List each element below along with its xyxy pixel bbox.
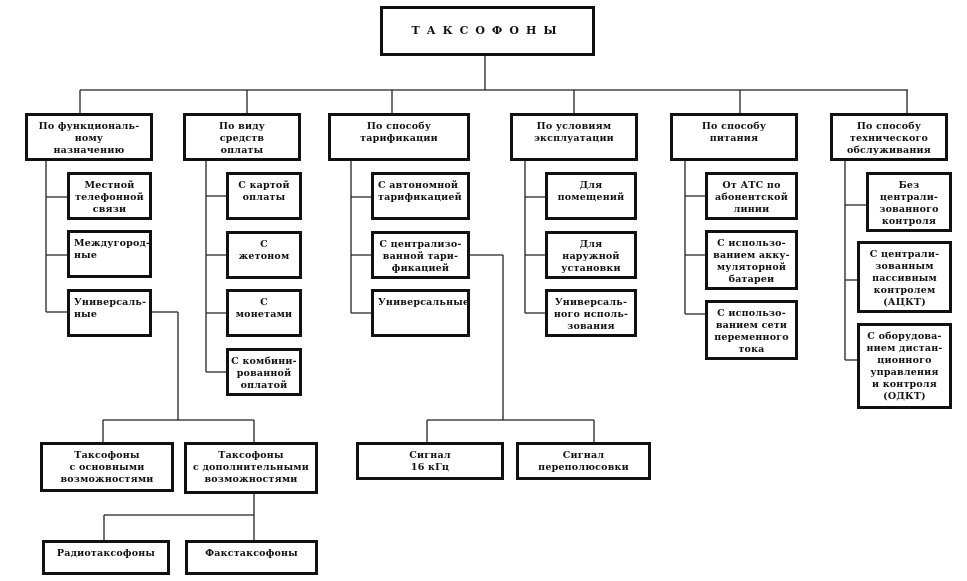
basic-features-box: Таксофоны с основными возможностями xyxy=(40,442,174,492)
child-label: Местной телефонной связи xyxy=(75,180,144,215)
child-label: С картой оплаты xyxy=(238,180,290,203)
child-ac-power: С использо- ванием сети переменного тока xyxy=(705,300,798,360)
child-centralized-tariff: С централизо- ванной тари- фикацией xyxy=(371,231,470,279)
category-label: По условиям эксплуатации xyxy=(534,121,614,144)
child-label: Универсаль- ные xyxy=(74,297,147,320)
category-functional: По функциональ- ному назначению xyxy=(25,113,153,161)
child-label: Таксофоны с дополнительными возможностям… xyxy=(193,450,309,485)
child-label: С оборудова- нием дистан- ционного управ… xyxy=(866,331,943,402)
child-no-central-control: Без централи- зованного контроля xyxy=(866,172,952,232)
category-label: По способу технического обслуживания xyxy=(846,121,932,156)
child-remote-control: С оборудова- нием дистан- ционного управ… xyxy=(857,323,952,409)
root-label: ТАКСОФОНЫ xyxy=(411,24,564,37)
child-combined: С комбини- рованной оплатой xyxy=(226,348,302,396)
child-passive-control: С централи- зованным пассивным контролем… xyxy=(857,241,952,313)
child-token: С жетоном xyxy=(226,231,302,279)
fax-taxophones-box: Факстаксофоны xyxy=(185,540,318,575)
category-payment: По виду средств оплаты xyxy=(183,113,301,161)
child-universal-use: Универсаль- ного исполь- зования xyxy=(545,289,637,337)
child-label: С централизо- ванной тари- фикацией xyxy=(379,239,462,274)
child-universal: Универсаль- ные xyxy=(67,289,152,337)
extended-features-box: Таксофоны с дополнительными возможностям… xyxy=(184,442,318,494)
root-box: ТАКСОФОНЫ xyxy=(380,6,595,56)
child-label: Таксофоны с основными возможностями xyxy=(60,450,154,485)
category-label: По способу питания xyxy=(701,121,767,144)
child-label: Сигнал переполюсовки xyxy=(538,450,629,473)
child-label: Без централи- зованного контроля xyxy=(879,180,939,227)
child-label: Сигнал 16 кГц xyxy=(409,450,451,473)
category-operating-conditions: По условиям эксплуатации xyxy=(510,113,638,161)
category-label: По функциональ- ному назначению xyxy=(38,121,140,156)
child-battery-power: С использо- ванием акку- муляторной бата… xyxy=(705,230,798,290)
child-label: Универсальные xyxy=(378,297,470,308)
child-label: С использо- ванием акку- муляторной бата… xyxy=(713,238,790,285)
child-indoor: Для помещений xyxy=(545,172,637,220)
category-label: По виду средств оплаты xyxy=(218,121,266,156)
category-power: По способу питания xyxy=(670,113,798,161)
child-label: Радиотаксофоны xyxy=(56,548,156,559)
category-maintenance: По способу технического обслуживания xyxy=(830,113,948,161)
child-label: С комбини- рованной оплатой xyxy=(231,356,297,391)
child-autonomous-tariff: С автономной тарификацией xyxy=(371,172,470,220)
child-label: От АТС по абонентской линии xyxy=(715,180,788,215)
signal-16khz-box: Сигнал 16 кГц xyxy=(356,442,504,480)
child-label: С монетами xyxy=(235,297,293,320)
radio-taxophones-box: Радиотаксофоны xyxy=(42,540,170,575)
child-label: С жетоном xyxy=(238,239,290,262)
child-outdoor: Для наружной установки xyxy=(545,231,637,279)
child-card: С картой оплаты xyxy=(226,172,302,220)
child-label: С автономной тарификацией xyxy=(378,180,462,203)
child-label: Универсаль- ного исполь- зования xyxy=(553,297,629,332)
child-line-power: От АТС по абонентской линии xyxy=(705,172,798,220)
child-label: Междугород- ные xyxy=(74,238,151,261)
child-coins: С монетами xyxy=(226,289,302,337)
child-label: С централи- зованным пассивным контролем… xyxy=(869,249,940,308)
child-label: Факстаксофоны xyxy=(205,548,298,559)
child-universal-tariff: Универсальные xyxy=(371,289,470,337)
child-label: Для помещений xyxy=(557,180,625,203)
child-label: Для наружной установки xyxy=(561,239,621,274)
category-label: По способу тарификации xyxy=(360,121,438,144)
category-tariffing: По способу тарификации xyxy=(328,113,470,161)
signal-polarity-reversal-box: Сигнал переполюсовки xyxy=(516,442,651,480)
child-local: Местной телефонной связи xyxy=(67,172,152,220)
child-label: С использо- ванием сети переменного тока xyxy=(714,308,789,355)
child-long-distance: Междугород- ные xyxy=(67,230,152,278)
